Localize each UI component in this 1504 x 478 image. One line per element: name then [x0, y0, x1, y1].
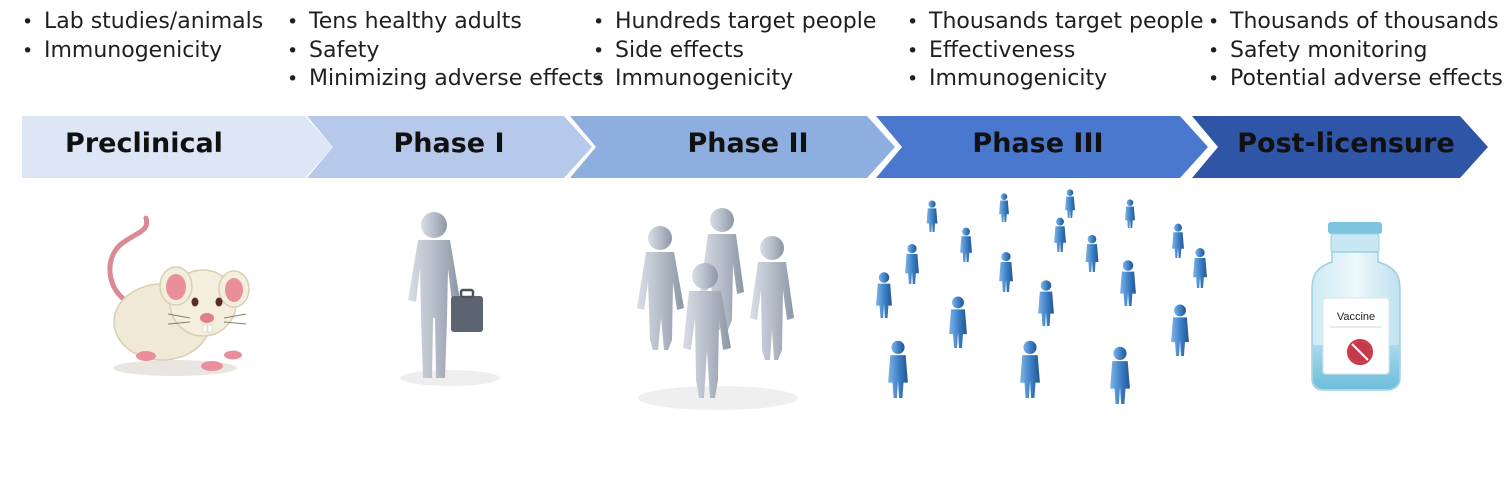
crowd-person — [949, 296, 967, 348]
bullet-item: Side effects — [591, 37, 876, 66]
post-licensure-bullets: Thousands of thousands Safety monitoring… — [1206, 8, 1503, 94]
bullet-item: Immunogenicity — [905, 65, 1204, 94]
bullet-item: Potential adverse effects — [1206, 65, 1503, 94]
phase-1-label: Phase I — [393, 128, 504, 159]
crowd-person — [1193, 247, 1207, 288]
post-licensure-label: Post-licensure — [1237, 128, 1455, 159]
phase-1-bullets: Tens healthy adults Safety Minimizing ad… — [285, 8, 604, 94]
bullet-item: Thousands of thousands — [1206, 8, 1503, 37]
crowd-person — [1172, 223, 1184, 258]
bullet-item: Lab studies/animals — [20, 8, 263, 37]
crowd-person — [926, 200, 938, 232]
crowd-person — [1054, 217, 1066, 252]
preclinical-bullets: Lab studies/animals Immunogenicity — [20, 8, 263, 65]
crowd-person — [1125, 199, 1135, 228]
phase-2-chevron — [570, 116, 895, 178]
crowd-person — [960, 227, 972, 262]
crowd-person — [1120, 260, 1136, 306]
bullet-item: Safety monitoring — [1206, 37, 1503, 66]
bullet-item: Immunogenicity — [20, 37, 263, 66]
crowd-person — [1065, 189, 1075, 218]
bullet-item: Effectiveness — [905, 37, 1204, 66]
bullet-item: Hundreds target people — [591, 8, 876, 37]
phase-2-label: Phase II — [687, 128, 808, 159]
bullet-item: Minimizing adverse effects — [285, 65, 604, 94]
vial-label: Vaccine — [1337, 311, 1375, 323]
post-licensure-chevron — [1192, 116, 1488, 178]
phase-arrow-track: Preclinical Phase I Phase II Phase III P… — [22, 116, 1488, 178]
phase-3-label: Phase III — [972, 128, 1103, 159]
crowd-person — [1171, 304, 1189, 356]
vaccine-vial-icon: Vaccine — [1311, 222, 1401, 391]
small-group-icon — [637, 208, 798, 410]
crowd-person — [1110, 346, 1130, 404]
crowd-person — [888, 340, 908, 398]
crowd-person — [1020, 340, 1040, 398]
bullet-item: Tens healthy adults — [285, 8, 604, 37]
phase-3-chevron — [876, 116, 1208, 178]
crowd-person — [1085, 234, 1099, 272]
bullet-item: Thousands target people — [905, 8, 1204, 37]
crowd-person — [905, 243, 919, 284]
lab-rat-icon — [107, 215, 250, 376]
no-virus-icon — [1347, 339, 1373, 365]
preclinical-chevron — [22, 116, 333, 178]
preclinical-label: Preclinical — [65, 128, 223, 159]
phase-2-bullets: Hundreds target people Side effects Immu… — [591, 8, 876, 94]
crowd-person — [1038, 280, 1054, 326]
crowd-person — [999, 193, 1009, 222]
large-crowd-icon — [876, 189, 1207, 404]
bullet-item: Safety — [285, 37, 604, 66]
bullet-item: Immunogenicity — [591, 65, 876, 94]
phase-1-chevron — [307, 116, 592, 178]
crowd-person — [999, 251, 1013, 292]
crowd-person — [876, 272, 892, 318]
phase-3-bullets: Thousands target people Effectiveness Im… — [905, 8, 1204, 94]
single-person-icon — [400, 212, 500, 386]
